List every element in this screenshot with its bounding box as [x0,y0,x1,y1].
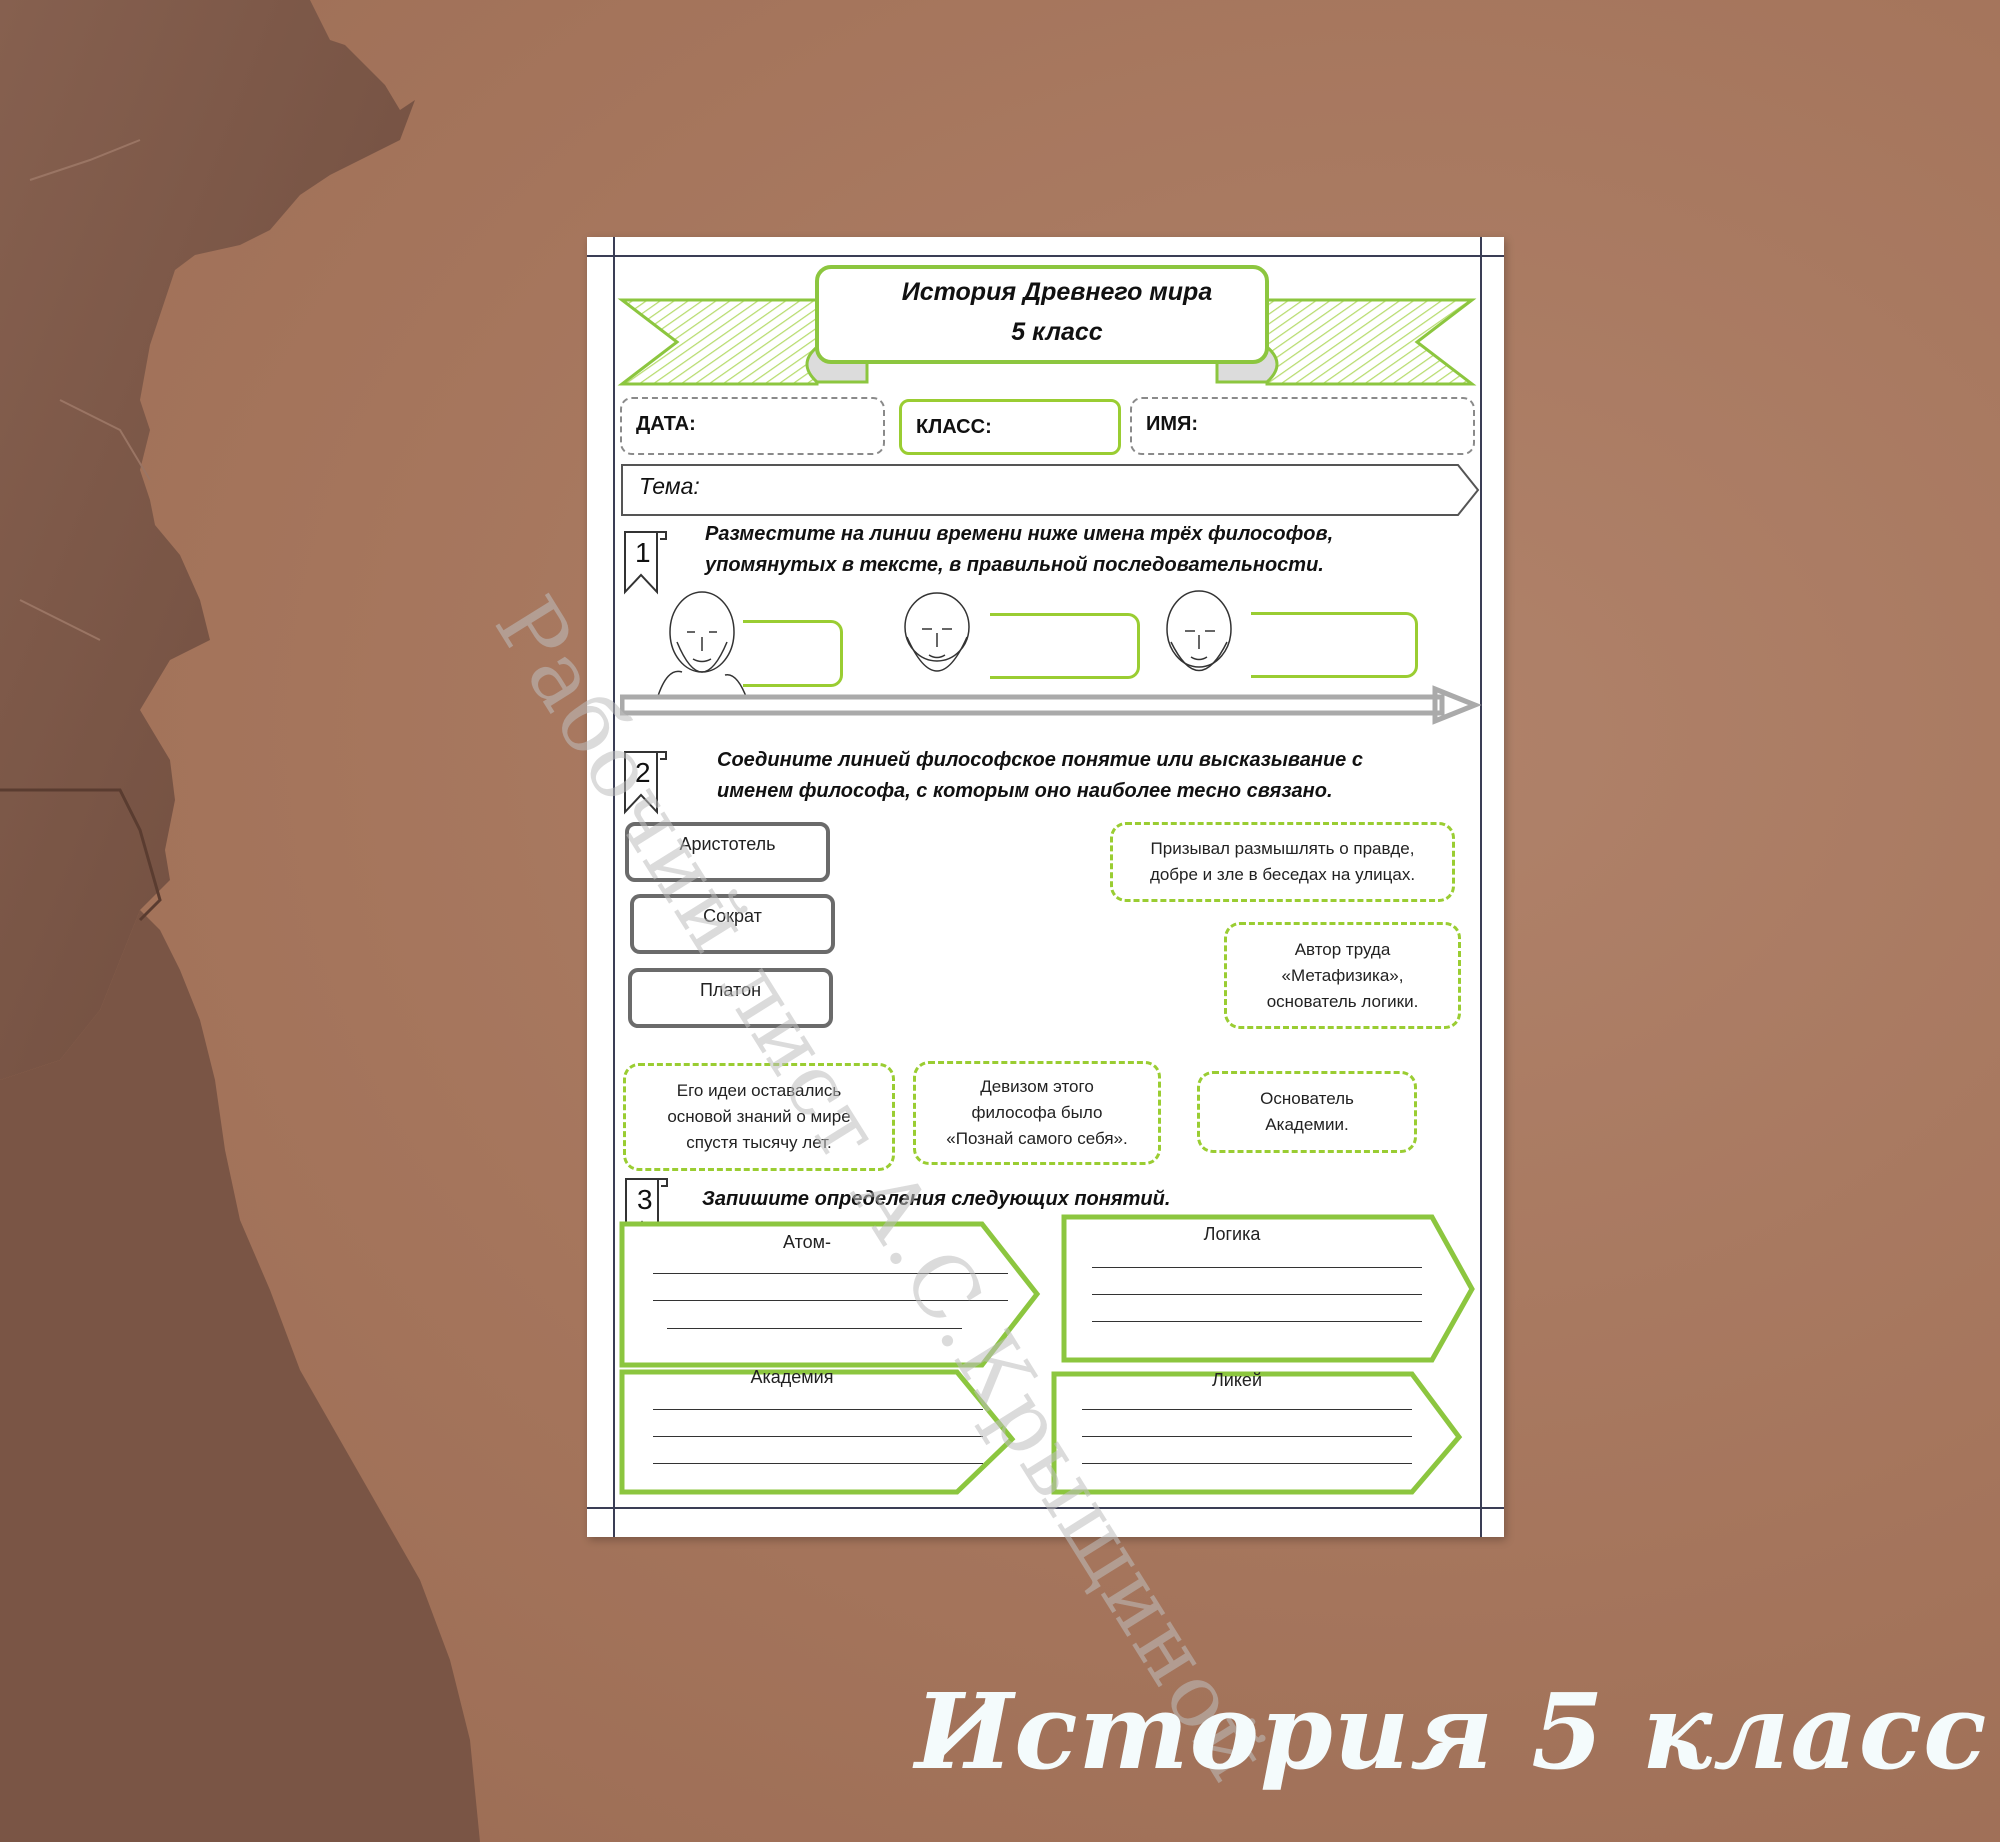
philosopher-portrait-1-icon [656,591,748,700]
banner-title: История Древнего мира 5 класс [837,272,1277,352]
task1-instruction-line1: Разместите на линии времени ниже имена т… [705,523,1334,545]
task3-number: 3 [637,1184,653,1215]
answer-line[interactable] [653,1273,1008,1274]
timeline-slot-2[interactable] [990,613,1140,679]
task1-number: 1 [635,537,651,568]
frame-right-line [1480,237,1482,1537]
statement-line: добре и зле в беседах на улицах. [1149,865,1416,884]
task2-instruction-line1: Соедините линией философское понятие или… [717,749,1363,771]
answer-line[interactable] [653,1463,983,1464]
answer-line[interactable] [1092,1294,1422,1295]
philosopher-name-socrates[interactable]: Сократ [630,894,835,954]
stone-decoration [0,0,480,1842]
task3-instruction: Запишите определения следующих понятий. [702,1188,1171,1210]
answer-line[interactable] [1092,1321,1422,1322]
statement-card-4[interactable]: Девизом этого философа было «Познай самого… [913,1061,1161,1165]
name-label: ИМЯ: [1146,413,1199,435]
frame-top-line [587,255,1504,257]
philosopher-name-aristotle[interactable]: Аристотель [625,822,830,882]
statement-line: Призывал размышлять о правде, [1150,839,1415,858]
answer-line[interactable] [653,1409,983,1410]
statement-line: «Познай самого себя». [946,1129,1128,1148]
statement-card-1[interactable]: Призывал размышлять о правде, добре и зле… [1110,822,1455,902]
timeline-arrow [620,685,1482,725]
statement-line: «Метафизика», [1281,965,1404,985]
philosopher-portrait-2-icon [904,592,970,672]
task1-instruction-line2: упомянутых в тексте, в правильной послед… [705,554,1324,576]
statement-line: Его идеи оставались [676,1081,842,1100]
answer-line[interactable] [1082,1436,1412,1437]
task2-number: 2 [635,757,651,788]
philosopher-portrait-3-icon [1166,590,1232,672]
timeline-slot-3[interactable] [1251,612,1418,678]
statement-line: спустя тысячу лет. [686,1133,832,1152]
answer-line[interactable] [1092,1267,1422,1268]
term-academy: Академия [750,1367,834,1387]
name-label: Аристотель [679,834,776,854]
definition-boxes [619,1214,1475,1495]
timeline-slot-1[interactable] [743,620,843,687]
banner-title-line1: История Древнего мира [901,278,1213,306]
answer-line[interactable] [653,1300,1008,1301]
frame-left-line [613,237,615,1537]
statement-line: Автор труда [1294,939,1391,959]
answer-line[interactable] [667,1328,962,1329]
topic-label: Тема: [639,473,700,499]
bookmark-icon [624,751,667,815]
topic-field[interactable] [620,463,1482,518]
name-label: Сократ [703,906,762,926]
term-atom: Атом- [782,1232,832,1252]
statement-card-3[interactable]: Его идеи оставались основой знаний о мире… [623,1063,895,1171]
name-field[interactable]: ИМЯ: [1130,397,1475,455]
worksheet-page: История Древнего мира 5 класс ДАТА: КЛАС… [587,237,1504,1537]
date-field[interactable]: ДАТА: [620,397,885,455]
answer-line[interactable] [1082,1463,1412,1464]
statement-line: основой знаний о мире [667,1107,851,1126]
statement-line: Основатель [1260,1089,1354,1108]
bookmark-icon [624,531,667,595]
frame-bottom-line [587,1507,1504,1509]
term-logic: Логика [1203,1224,1261,1244]
class-label: КЛАСС: [916,416,992,438]
statement-line: Академии. [1265,1115,1349,1134]
answer-line[interactable] [653,1436,983,1437]
statement-line: Девизом этого [980,1077,1094,1096]
task1-instruction: Разместите на линии времени ниже имена т… [705,519,1333,581]
answer-line[interactable] [1082,1409,1412,1410]
ribbon-banner [617,265,1477,386]
date-label: ДАТА: [636,413,696,435]
task2-instruction: Соедините линией философское понятие или… [717,745,1363,807]
philosopher-name-plato[interactable]: Платон [628,968,833,1028]
statement-line: философа было [971,1103,1103,1122]
statement-card-2[interactable]: Автор труда «Метафизика», основатель логик… [1224,922,1461,1029]
term-lyceum: Ликей [1211,1370,1262,1390]
class-field[interactable]: КЛАСС: [899,399,1121,455]
statement-line: основатель логики. [1266,991,1419,1011]
banner-title-line2: 5 класс [1011,318,1103,346]
name-label: Платон [699,980,762,1000]
footer-title: История 5 класс [915,1670,1988,1793]
task2-instruction-line2: именем философа, с которым оно наиболее … [717,780,1333,802]
